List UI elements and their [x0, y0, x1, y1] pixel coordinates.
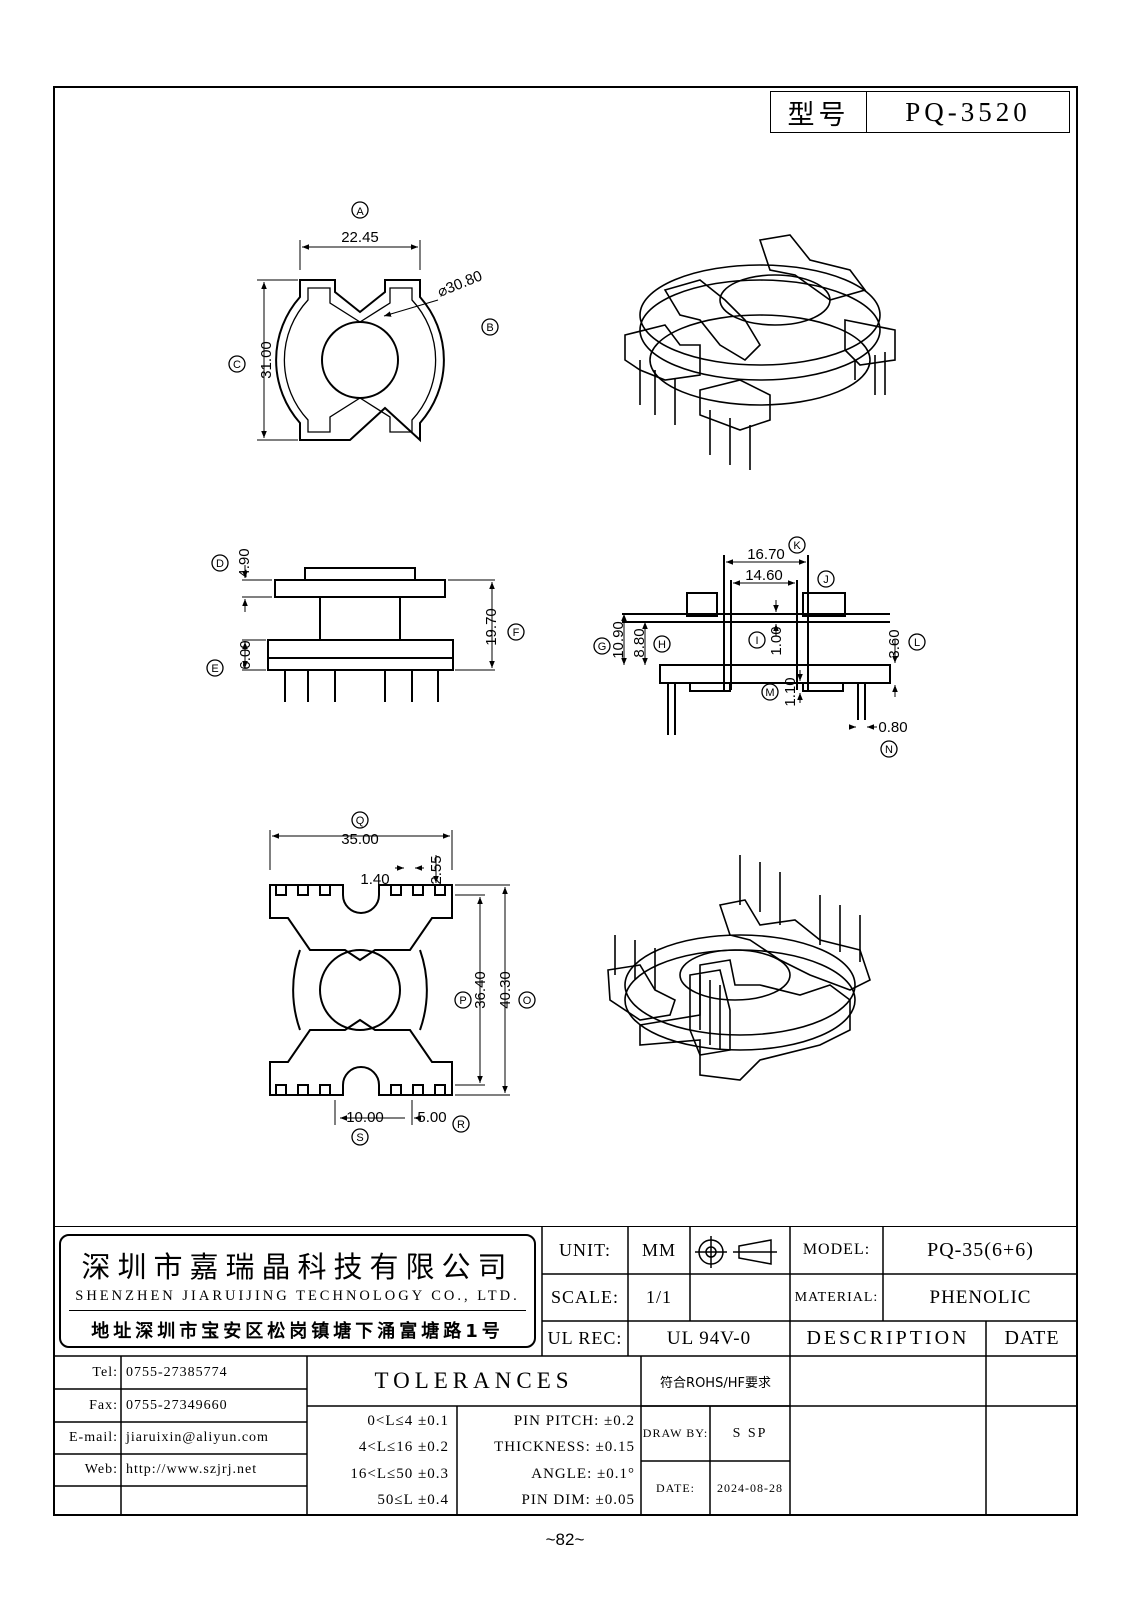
top-view: [228, 201, 499, 443]
fax-label: Fax:: [89, 1397, 118, 1413]
ref-h: H: [658, 639, 666, 651]
material-value: PHENOLIC: [929, 1286, 1032, 1308]
dim-k: 16.70: [747, 546, 785, 563]
dim-l: 3.60: [886, 629, 903, 658]
model-value: PQ-35(6+6): [927, 1238, 1034, 1261]
approval-date-label: DATE:: [656, 1481, 695, 1495]
ref-e: E: [211, 663, 218, 675]
side-view: [206, 554, 525, 702]
draw-by-value: S SP: [732, 1425, 768, 1441]
tolerance-range-2: 4<L≤16 ±0.2: [358, 1439, 449, 1456]
unit-value: MM: [641, 1239, 676, 1260]
dim-m: 1.10: [782, 677, 799, 706]
ref-g: G: [598, 641, 607, 653]
fax-value: 0755-27349660: [126, 1397, 228, 1413]
ref-j: J: [823, 574, 829, 586]
web-value: http://www.szjrj.net: [126, 1462, 258, 1477]
dim-1-40: 1.40: [360, 871, 389, 888]
rohs-compliance: 符合ROHS/HF要求: [660, 1375, 771, 1391]
dim-g: 10.90: [610, 621, 627, 659]
tolerance-pin-pitch: PIN PITCH: ±0.2: [513, 1412, 635, 1429]
tolerance-angle: ANGLE: ±0.1°: [531, 1465, 635, 1482]
model-title-value: PQ-3520: [905, 96, 1031, 127]
approval-date-value: 2024-08-28: [717, 1481, 783, 1495]
tolerance-pin-dim: PIN DIM: ±0.05: [521, 1492, 635, 1509]
ref-m: M: [765, 687, 774, 699]
email-value: jiaruixin@aliyun.com: [126, 1430, 269, 1445]
tolerances-title: TOLERANCES: [374, 1368, 574, 1393]
drawing-frame: [53, 86, 1078, 1516]
ref-s: S: [356, 1132, 363, 1144]
dim-r: 5.00: [417, 1109, 446, 1126]
email-label: E-mail:: [69, 1430, 118, 1445]
dim-q: 35.00: [341, 831, 379, 848]
ul-rec-label: UL REC:: [547, 1328, 623, 1348]
tolerance-range-4: 50≤L ±0.4: [377, 1492, 449, 1509]
scale-value: 1/1: [645, 1287, 672, 1307]
dim-j: 14.60: [745, 567, 783, 584]
ref-n: N: [885, 744, 893, 756]
tolerance-others: PIN PITCH: ±0.2 THICKNESS: ±0.15 ANGLE: …: [457, 1408, 641, 1514]
dim-d: 4.90: [236, 548, 253, 577]
tel-label: Tel:: [92, 1364, 118, 1380]
technical-drawing: A 22.45 ⌀30.80 B 31.00 C: [206, 201, 926, 1146]
dim-s: 10.00: [346, 1109, 384, 1126]
section-view: [593, 536, 926, 758]
ref-i: I: [755, 635, 758, 647]
dim-f: 19.70: [483, 608, 500, 646]
ref-q: Q: [356, 815, 365, 827]
dim-o: 40.30: [497, 971, 514, 1009]
description-header: DESCRIPTION: [806, 1327, 970, 1349]
dim-n: 0.80: [878, 719, 907, 736]
dim-c: 31.00: [258, 341, 275, 379]
scale-label: SCALE:: [550, 1287, 619, 1307]
ref-d: D: [216, 558, 224, 570]
tolerance-thickness: THICKNESS: ±0.15: [494, 1439, 635, 1456]
projection-symbol-icon: [695, 1236, 777, 1268]
tolerance-range-3: 16<L≤50 ±0.3: [350, 1465, 449, 1482]
company-box: 深圳市嘉瑞晶科技有限公司 SHENZHEN JIARUIJING TECHNOL…: [59, 1234, 536, 1348]
dim-e: 6.00: [237, 640, 254, 669]
ul-rec-value: UL 94V-0: [666, 1327, 752, 1349]
model-title-box: 型号 PQ-3520: [770, 91, 1070, 133]
company-address: 地址深圳市宝安区松岗镇塘下涌富塘路1号: [91, 1321, 504, 1342]
page-number: ~82~: [545, 1530, 585, 1549]
model-label: MODEL:: [802, 1241, 871, 1258]
ref-o: O: [523, 995, 532, 1007]
dim-i: 1.00: [768, 626, 785, 655]
dim-p: 36.40: [472, 971, 489, 1009]
tel-value: 0755-27385774: [126, 1364, 228, 1380]
ref-b: B: [486, 322, 493, 334]
draw-by-label: DRAW BY:: [642, 1426, 709, 1440]
date-header: DATE: [1004, 1327, 1060, 1349]
ref-r: R: [457, 1119, 465, 1131]
iso-view-top: [624, 234, 896, 470]
ref-f: F: [513, 627, 520, 639]
ref-a: A: [356, 206, 364, 218]
dim-h: 8.80: [631, 628, 648, 657]
bottom-view: [269, 811, 536, 1146]
ref-l: L: [914, 637, 920, 649]
model-title-label: 型号: [771, 92, 867, 132]
dim-b: ⌀30.80: [435, 267, 485, 300]
ref-c: C: [233, 359, 241, 371]
title-block-grid: [53, 1226, 1078, 1516]
ref-p: P: [459, 995, 466, 1007]
company-name-en: SHENZHEN JIARUIJING TECHNOLOGY CO., LTD.: [75, 1288, 520, 1304]
tolerance-ranges: 0<L≤4 ±0.1 4<L≤16 ±0.2 16<L≤50 ±0.3 50≤L…: [307, 1408, 457, 1514]
unit-label: UNIT:: [558, 1239, 612, 1260]
company-divider: [69, 1310, 526, 1311]
tolerance-range-1: 0<L≤4 ±0.1: [367, 1412, 449, 1429]
web-label: Web:: [84, 1462, 118, 1477]
material-label: MATERIAL:: [794, 1289, 879, 1305]
title-block: 深圳市嘉瑞晶科技有限公司 SHENZHEN JIARUIJING TECHNOL…: [53, 1226, 1078, 1516]
dim-a: 22.45: [341, 229, 379, 246]
dim-2-55: 2.55: [428, 855, 445, 884]
ref-k: K: [793, 540, 801, 552]
iso-view-bottom: [607, 855, 871, 1081]
company-name-cn: 深圳市嘉瑞晶科技有限公司: [81, 1250, 514, 1284]
